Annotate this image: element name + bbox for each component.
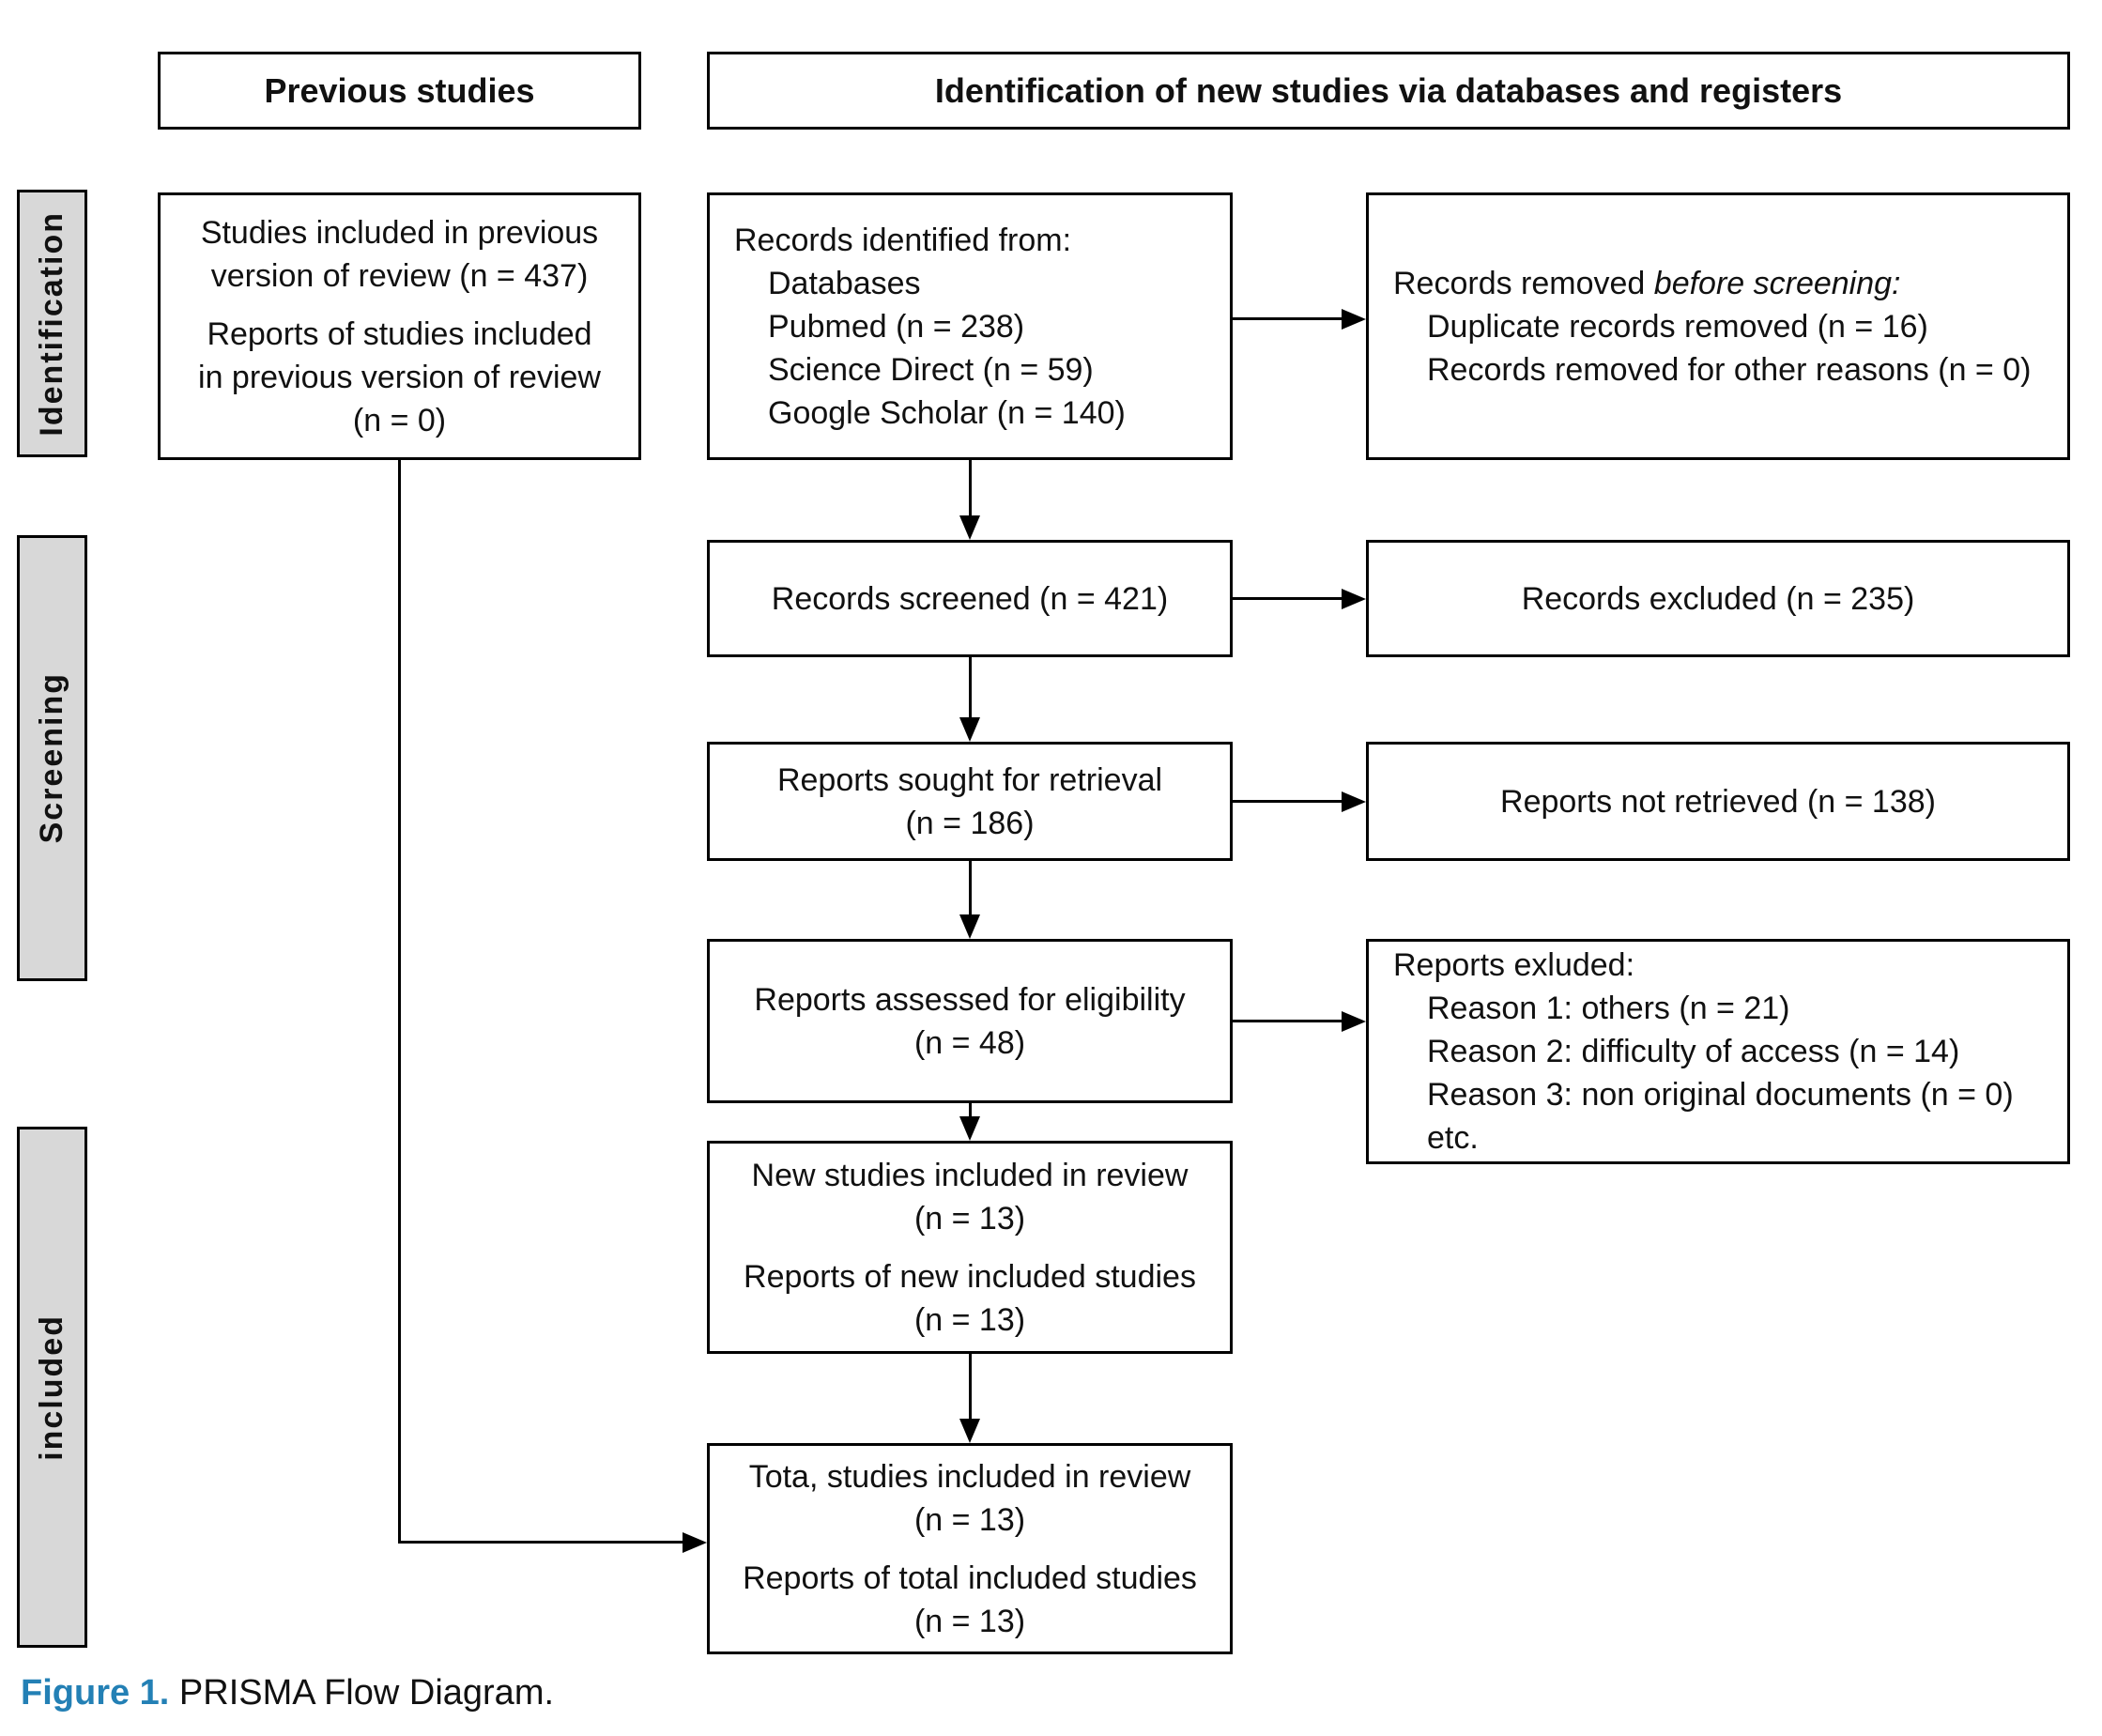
arrow-assessed-to-excluded-reasons-shaft bbox=[1233, 1020, 1342, 1022]
box-records-excluded: Records excluded (n = 235) bbox=[1366, 540, 2070, 657]
box-records-screened: Records screened (n = 421) bbox=[707, 540, 1233, 657]
box-new-studies-included: New studies included in review (n = 13) … bbox=[707, 1141, 1233, 1354]
stage-label-screening-text: Screening bbox=[34, 672, 69, 844]
records-identified-item: Pubmed (n = 238) bbox=[768, 308, 1025, 345]
total-studies-line: Reports of total included studies bbox=[743, 1559, 1197, 1596]
box-reports-not-retrieved: Reports not retrieved (n = 138) bbox=[1366, 742, 2070, 861]
header-previous-studies-text: Previous studies bbox=[264, 70, 535, 110]
arrow-new-to-total-head bbox=[959, 1419, 980, 1443]
stage-label-screening: Screening bbox=[17, 535, 87, 981]
new-studies-line: (n = 13) bbox=[913, 1200, 1026, 1237]
reports-excluded-reason: Reason 1: others (n = 21) bbox=[1427, 991, 1790, 1026]
previous-included-line: Reports of studies included bbox=[207, 315, 592, 352]
box-previous-included: Studies included in previous version of … bbox=[158, 192, 641, 460]
arrow-sought-to-not-retrieved-shaft bbox=[1233, 800, 1342, 803]
total-studies-line: (n = 13) bbox=[913, 1603, 1026, 1639]
box-records-identified: Records identified from: Databases Pubme… bbox=[707, 192, 1233, 460]
arrow-sought-to-not-retrieved-head bbox=[1342, 791, 1366, 812]
total-studies-line: Tota, studies included in review bbox=[748, 1458, 1191, 1495]
reports-assessed-line: (n = 48) bbox=[913, 1024, 1026, 1061]
box-reports-assessed: Reports assessed for eligibility (n = 48… bbox=[707, 939, 1233, 1103]
box-total-studies-included: Tota, studies included in review (n = 13… bbox=[707, 1443, 1233, 1654]
reports-excluded-reason: Reason 2: difficulty of access (n = 14) bbox=[1427, 1034, 1960, 1069]
header-identification-new-studies-text: Identification of new studies via databa… bbox=[934, 70, 1843, 110]
arrow-assessed-to-new-studies-shaft bbox=[969, 1103, 972, 1116]
total-studies-line: (n = 13) bbox=[913, 1501, 1026, 1538]
records-removed-item: Duplicate records removed (n = 16) bbox=[1427, 308, 1928, 345]
stage-label-identification-text: Identification bbox=[34, 210, 69, 437]
box-reports-sought: Reports sought for retrieval (n = 186) bbox=[707, 742, 1233, 861]
stage-label-identification: Identification bbox=[17, 190, 87, 457]
records-removed-title: Records removed before screening: bbox=[1393, 265, 1901, 301]
figure-caption-label: Figure 1. bbox=[21, 1673, 170, 1713]
arrow-screened-to-sought-head bbox=[959, 717, 980, 742]
previous-included-line: (n = 0) bbox=[352, 402, 447, 438]
records-identified-item: Databases bbox=[768, 265, 921, 301]
arrow-identified-to-removed-shaft bbox=[1233, 317, 1342, 320]
arrow-screened-to-excluded-head bbox=[1342, 589, 1366, 609]
records-identified-item: Science Direct (n = 59) bbox=[768, 351, 1094, 388]
box-records-removed: Records removed before screening: Duplic… bbox=[1366, 192, 2070, 460]
reports-excluded-reason: Reason 3: non original documents (n = 0)… bbox=[1427, 1077, 2014, 1156]
figure-caption-text: PRISMA Flow Diagram. bbox=[169, 1673, 555, 1713]
connector-previous-to-total-horizontal bbox=[398, 1541, 683, 1544]
arrow-identified-to-removed-head bbox=[1342, 309, 1366, 330]
reports-not-retrieved-text: Reports not retrieved (n = 138) bbox=[1500, 783, 1936, 820]
reports-sought-line: Reports sought for retrieval bbox=[776, 761, 1163, 798]
connector-previous-to-total-vertical bbox=[398, 460, 401, 1544]
previous-included-line: version of review (n = 437) bbox=[210, 257, 589, 294]
arrow-identified-to-screened-head bbox=[959, 515, 980, 540]
previous-included-line: Studies included in previous bbox=[200, 214, 599, 251]
arrow-assessed-to-new-studies-head bbox=[959, 1116, 980, 1141]
arrow-assessed-to-excluded-reasons-head bbox=[1342, 1011, 1366, 1032]
arrow-sought-to-assessed-head bbox=[959, 914, 980, 939]
arrow-identified-to-screened-shaft bbox=[969, 460, 972, 515]
connector-previous-to-total-head bbox=[683, 1532, 707, 1553]
reports-excluded-title: Reports exluded: bbox=[1393, 947, 1635, 983]
header-identification-new-studies: Identification of new studies via databa… bbox=[707, 52, 2070, 130]
records-excluded-text: Records excluded (n = 235) bbox=[1521, 580, 1915, 617]
new-studies-line: (n = 13) bbox=[913, 1301, 1026, 1338]
new-studies-line: New studies included in review bbox=[751, 1157, 1189, 1193]
records-removed-item: Records removed for other reasons (n = 0… bbox=[1427, 351, 2032, 388]
arrow-screened-to-sought-shaft bbox=[969, 657, 972, 717]
arrow-screened-to-excluded-shaft bbox=[1233, 597, 1342, 600]
header-previous-studies: Previous studies bbox=[158, 52, 641, 130]
stage-label-included-text: included bbox=[34, 1314, 69, 1461]
box-reports-excluded-reasons: Reports exluded: Reason 1: others (n = 2… bbox=[1366, 939, 2070, 1164]
records-identified-title: Records identified from: bbox=[734, 222, 1072, 258]
arrow-sought-to-assessed-shaft bbox=[969, 861, 972, 914]
records-screened-text: Records screened (n = 421) bbox=[771, 580, 1169, 617]
arrow-new-to-total-shaft bbox=[969, 1354, 972, 1419]
stage-label-included: included bbox=[17, 1127, 87, 1648]
records-identified-item: Google Scholar (n = 140) bbox=[768, 394, 1126, 431]
reports-assessed-line: Reports assessed for eligibility bbox=[754, 981, 1186, 1018]
previous-included-line: in previous version of review bbox=[198, 359, 601, 395]
figure-caption: Figure 1. PRISMA Flow Diagram. bbox=[21, 1673, 554, 1713]
new-studies-line: Reports of new included studies bbox=[744, 1258, 1196, 1295]
reports-sought-line: (n = 186) bbox=[905, 805, 1035, 841]
